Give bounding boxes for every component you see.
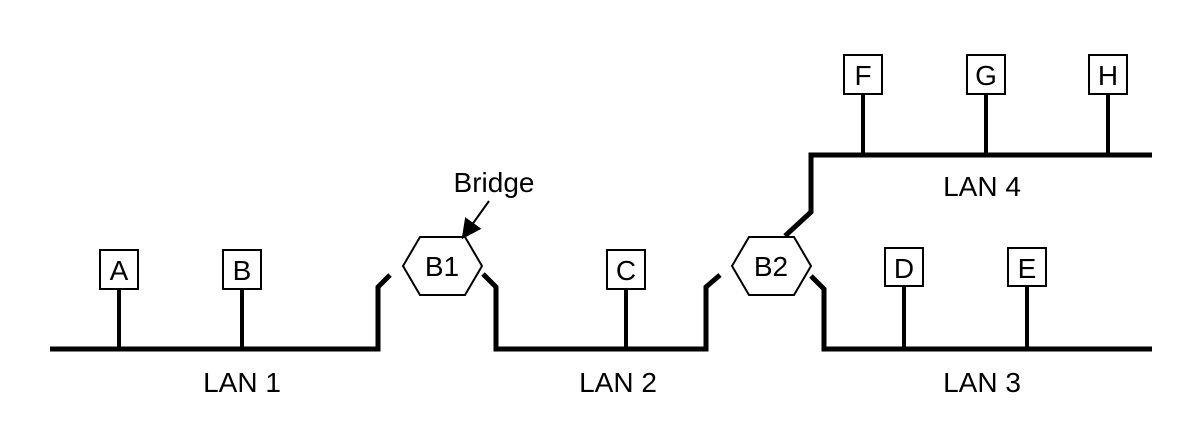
bridge-b2-label: B2 [754,251,788,282]
host-g-label: G [975,60,997,91]
host-g-box [966,54,1006,95]
lan-3-cable [809,274,1152,352]
host-d: D [884,247,924,287]
host-a-box [99,249,139,290]
host-c-box [606,249,646,290]
host-f-box [843,54,883,95]
bridge-b1: B1 [401,236,484,296]
host-h-label: H [1098,60,1118,91]
lan-2: LAN 2 [481,272,722,398]
host-f: F [843,54,883,95]
lan-4-cable [783,152,1152,238]
bridge-b1-hexagon [401,236,484,296]
lan-4-label: LAN 4 [943,171,1021,202]
host-c-label: C [616,255,636,286]
bridge-b1-label: B1 [425,251,459,282]
host-a: A [99,249,139,290]
lan-2-cable [481,272,722,352]
host-b: B [222,249,262,290]
host-b-label: B [233,255,252,286]
lan-1-label: LAN 1 [203,367,281,398]
host-d-box [884,247,924,287]
lan-1: LAN 1 [50,273,392,398]
host-d-label: D [894,253,914,284]
host-a-label: A [110,255,129,286]
bridge-annotation-label: Bridge [454,167,535,198]
host-h-box [1088,54,1128,95]
lan-4: LAN 4 [783,94,1152,238]
host-b-box [222,249,262,290]
host-e-label: E [1018,253,1037,284]
lan-3: LAN 3 [809,274,1152,398]
lan-3-label: LAN 3 [943,367,1021,398]
bridge-b2: B2 [730,236,813,296]
host-f-label: F [854,60,871,91]
host-g: G [966,54,1006,95]
host-c: C [606,249,646,290]
lan-1-cable [50,273,392,352]
bridge-annotation-arrow [461,200,490,240]
host-e-box [1007,247,1047,287]
bridge-annotation: Bridge [454,167,535,240]
lan-2-label: LAN 2 [579,367,657,398]
host-e: E [1007,247,1047,287]
bridge-b2-hexagon [730,236,813,296]
host-h: H [1088,54,1128,95]
